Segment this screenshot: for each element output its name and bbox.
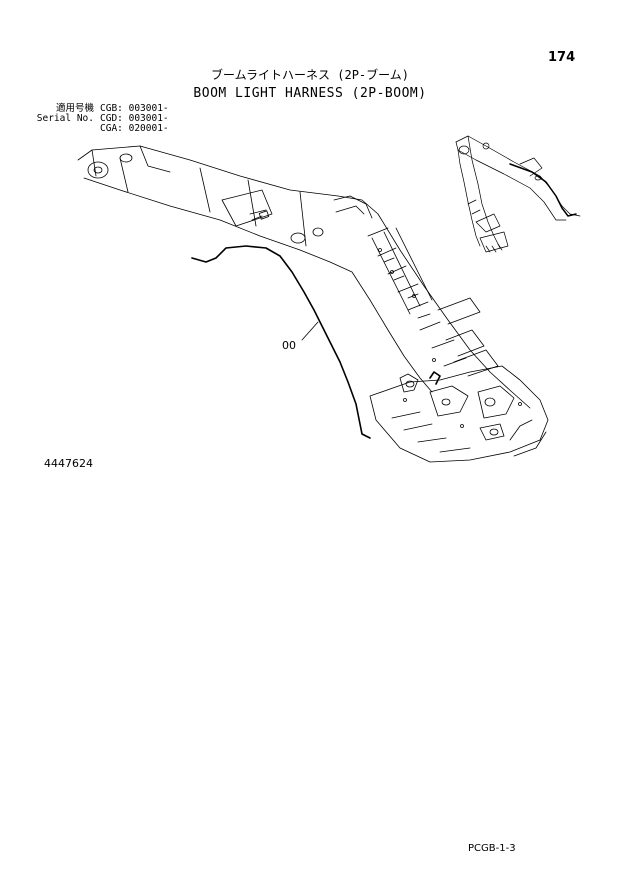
- inset-harness-wire: [509, 163, 577, 217]
- callout-00: 00: [282, 339, 296, 352]
- page-number: 174: [548, 50, 576, 65]
- callout-leader: [301, 321, 319, 341]
- page-title: BOOM LIGHT HARNESS (2P-BOOM): [193, 86, 427, 101]
- footer-code: PCGB-1-3: [468, 843, 516, 854]
- serial-label: 適用号機: [55, 103, 94, 114]
- page-title-japanese: ブームライトハーネス (2P-ブーム): [210, 68, 410, 82]
- inset-excavator-view: [455, 135, 581, 253]
- serial-value: CGB: 003001-: [100, 103, 169, 114]
- serial-value: CGA: 020001-: [100, 123, 169, 134]
- serial-row: 適用号機 CGB: 003001-: [34, 104, 169, 114]
- serial-label: Serial No.: [36, 113, 94, 124]
- serial-number-block: 適用号機 CGB: 003001- Serial No. CGD: 003001…: [34, 104, 169, 134]
- serial-value: CGD: 003001-: [100, 113, 169, 124]
- part-number: 4447624: [44, 457, 93, 470]
- boom-illustration: [77, 145, 549, 463]
- serial-row: CGA: 020001-: [34, 124, 169, 134]
- serial-row: Serial No. CGD: 003001-: [34, 114, 169, 124]
- harness-wire: [191, 245, 441, 439]
